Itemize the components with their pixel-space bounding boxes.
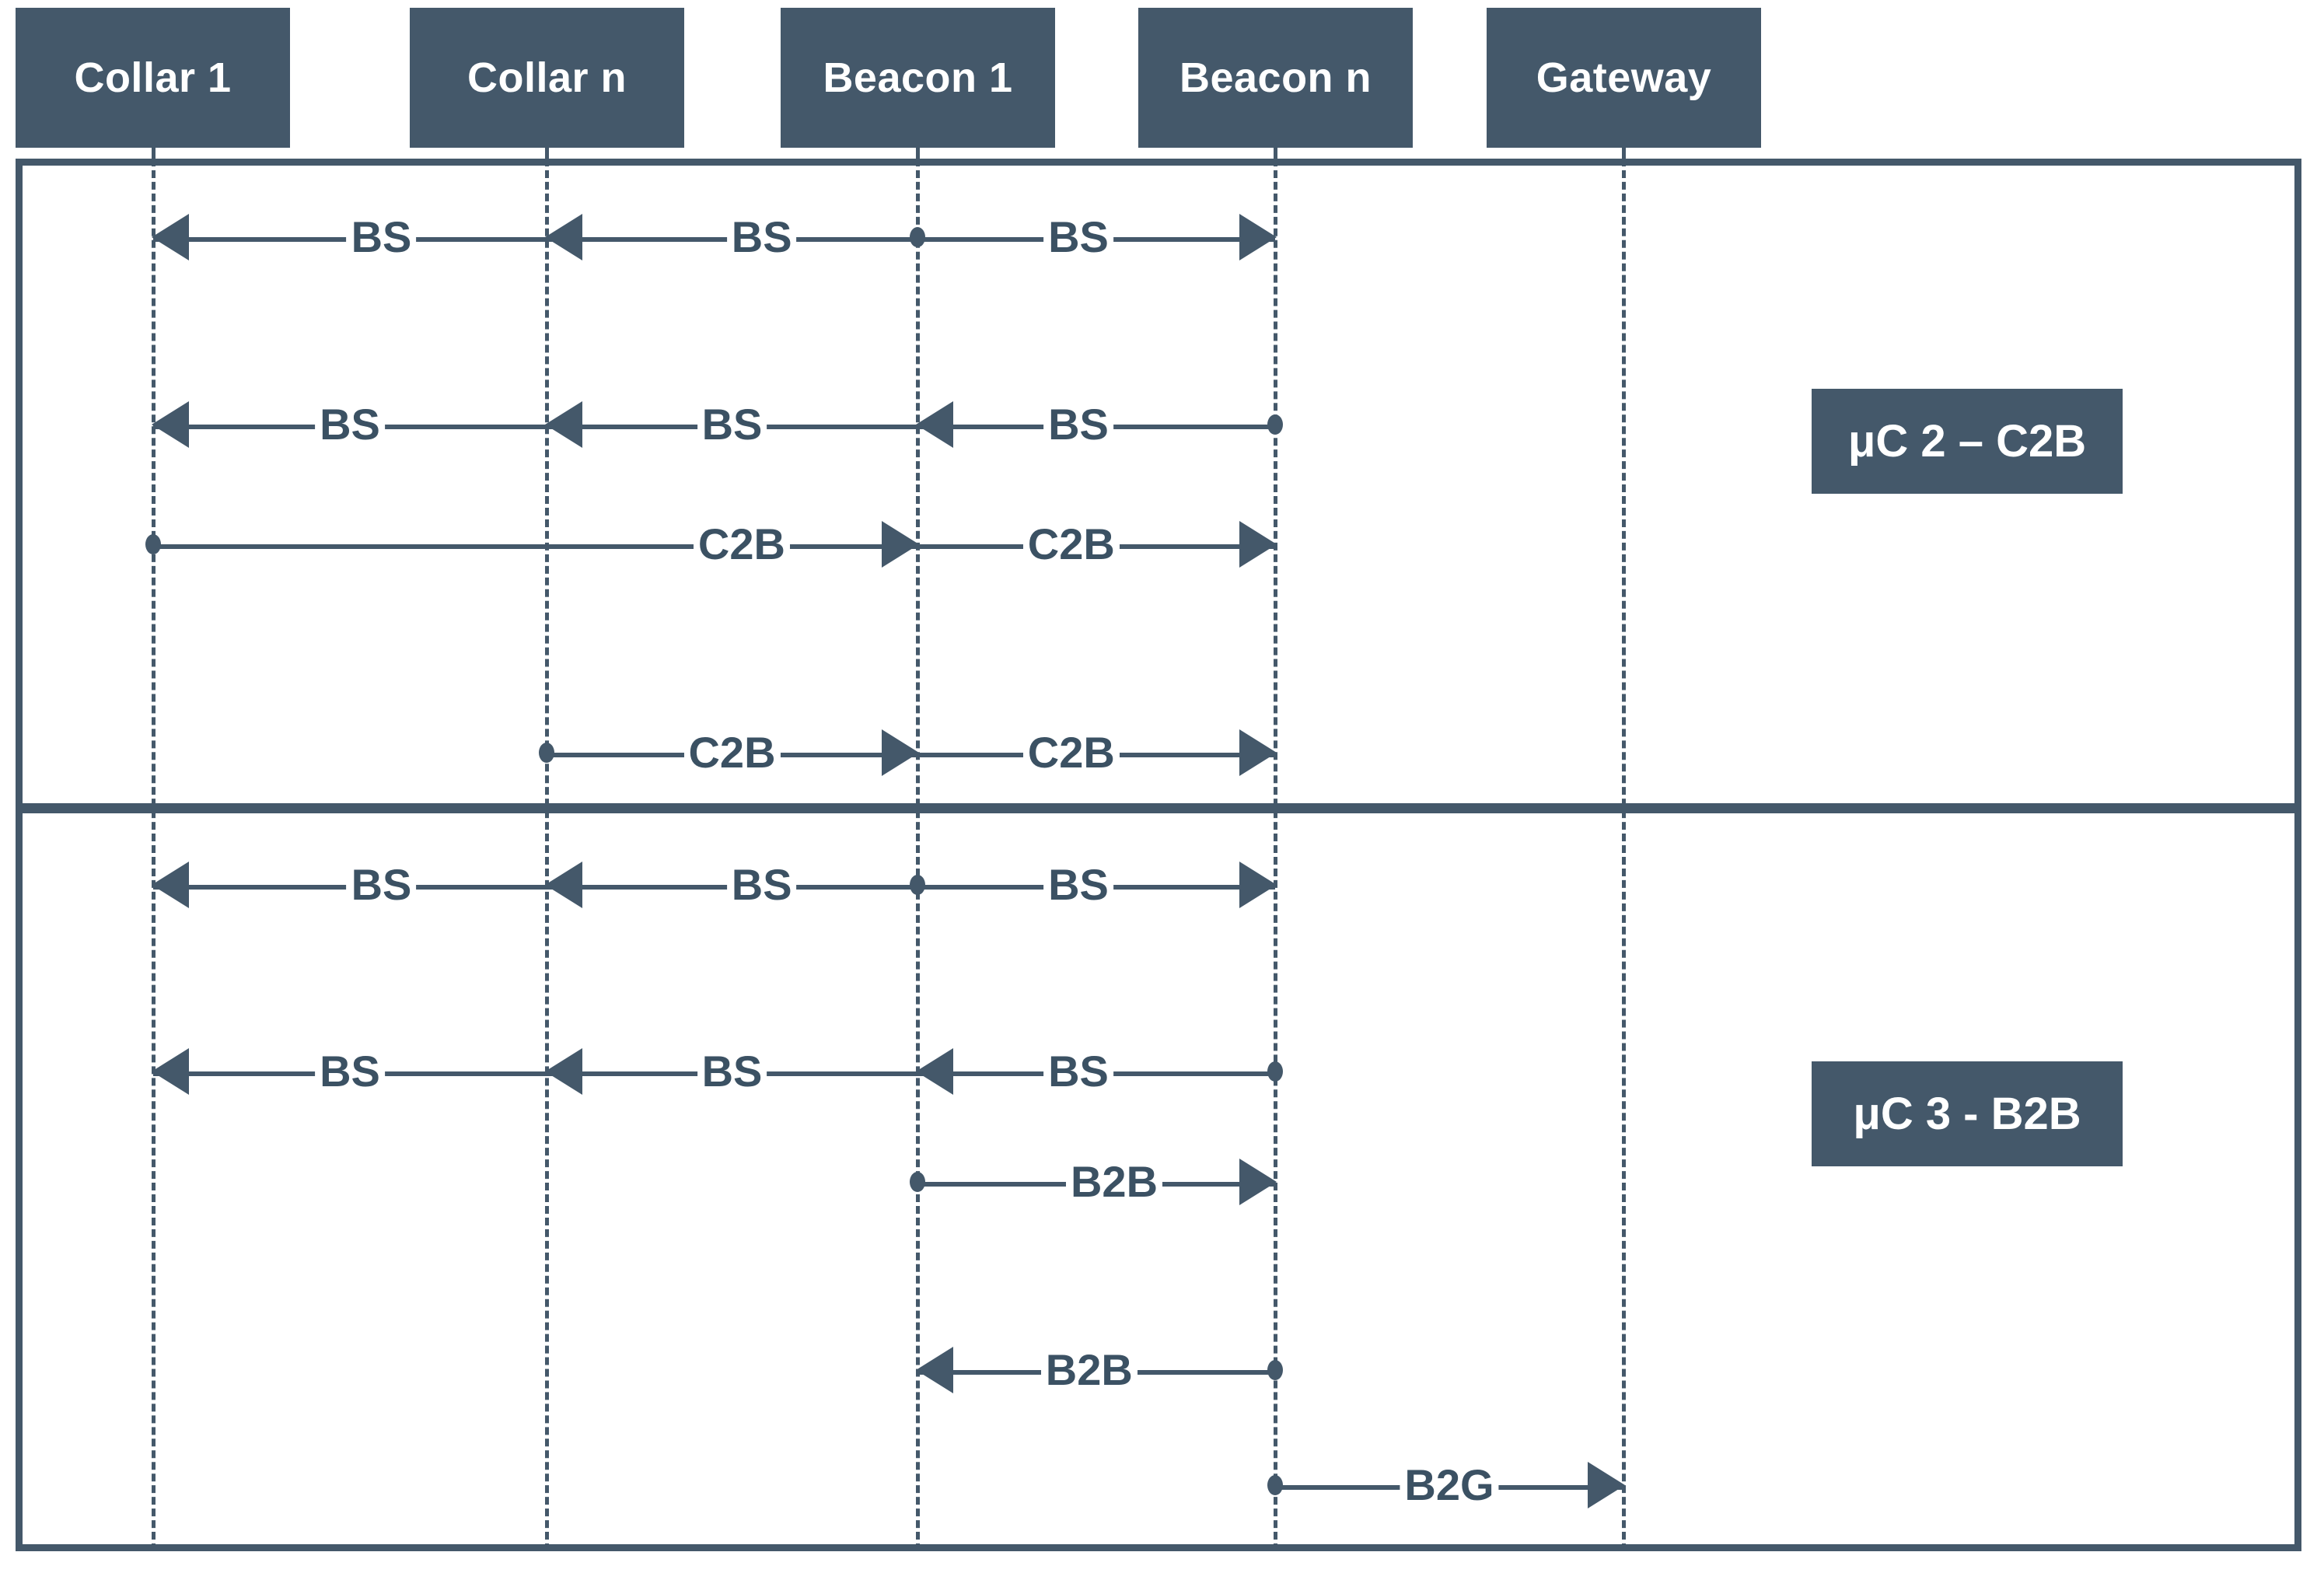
lifeline-beaconn: [1274, 159, 1277, 1551]
participant-label: Collar 1: [74, 54, 232, 101]
message-label: BS: [697, 1050, 767, 1093]
stage-label-text: μC 3 - B2B: [1853, 1089, 2081, 1139]
lifeline-collarn: [545, 159, 549, 1551]
message-label: C2B: [1022, 523, 1120, 566]
arrowhead-left-icon: [916, 1347, 953, 1393]
arrowhead-left-icon: [545, 862, 582, 908]
participant-box-beacon1[interactable]: Beacon 1: [781, 8, 1055, 148]
message-label: BS: [697, 403, 767, 446]
message-label: C2B: [683, 731, 781, 774]
arrowhead-left-icon: [545, 214, 582, 260]
participant-label: Beacon 1: [823, 54, 1013, 101]
arrowhead-right-icon: [882, 729, 919, 776]
message-label: BS: [346, 863, 417, 907]
message-label: BS: [1043, 863, 1113, 907]
message-label: BS: [315, 1050, 385, 1093]
lifeline-stub-beaconn: [1274, 148, 1277, 159]
message-label: BS: [1043, 403, 1113, 446]
message-origin-dot: [910, 1172, 925, 1192]
message-label: BS: [346, 215, 417, 259]
message-label: BS: [1043, 215, 1113, 259]
participant-box-gateway[interactable]: Gateway: [1487, 8, 1761, 148]
participant-label: Beacon n: [1179, 54, 1372, 101]
stage-label-frame-b2b: μC 3 - B2B: [1812, 1061, 2123, 1166]
participant-box-beaconn[interactable]: Beacon n: [1138, 8, 1413, 148]
frame-frame-b2b: [16, 806, 2301, 1551]
lifeline-stub-beacon1: [916, 148, 920, 159]
message-origin-dot: [539, 743, 554, 763]
message-origin-dot: [1267, 1061, 1283, 1082]
lifeline-stub-collarn: [545, 148, 549, 159]
stage-label-text: μC 2 – C2B: [1847, 416, 2087, 467]
arrowhead-right-icon: [1588, 1462, 1625, 1508]
message-label: C2B: [693, 523, 790, 566]
arrowhead-left-icon: [152, 862, 189, 908]
arrowhead-right-icon: [1239, 214, 1277, 260]
message-label: BS: [726, 863, 797, 907]
arrowhead-left-icon: [916, 401, 953, 448]
participant-label: Collar n: [467, 54, 627, 101]
message-label: B2B: [1065, 1160, 1163, 1204]
arrowhead-left-icon: [545, 1048, 582, 1095]
message-label: C2B: [1022, 731, 1120, 774]
lifeline-collar1: [152, 159, 156, 1551]
arrowhead-right-icon: [1239, 729, 1277, 776]
lifeline-stub-gateway: [1622, 148, 1626, 159]
participant-label: Gateway: [1536, 54, 1712, 101]
message-label: BS: [1043, 1050, 1113, 1093]
lifeline-gateway: [1622, 159, 1626, 1551]
arrowhead-right-icon: [1239, 1159, 1277, 1205]
message-label: B2G: [1400, 1463, 1499, 1507]
message-origin-dot: [910, 875, 925, 895]
arrowhead-right-icon: [1239, 862, 1277, 908]
message-origin-dot: [1267, 414, 1283, 435]
arrowhead-left-icon: [152, 401, 189, 448]
arrowhead-left-icon: [545, 401, 582, 448]
message-label: BS: [315, 403, 385, 446]
arrowhead-right-icon: [882, 521, 919, 568]
participant-box-collarn[interactable]: Collar n: [410, 8, 684, 148]
message-origin-dot: [1267, 1475, 1283, 1495]
message-origin-dot: [1267, 1360, 1283, 1380]
message-label: B2B: [1040, 1348, 1138, 1392]
arrowhead-right-icon: [1239, 521, 1277, 568]
participant-box-collar1[interactable]: Collar 1: [16, 8, 290, 148]
message-line: [153, 544, 917, 549]
arrowhead-left-icon: [152, 214, 189, 260]
message-label: BS: [726, 215, 797, 259]
message-origin-dot: [910, 227, 925, 247]
arrowhead-left-icon: [152, 1048, 189, 1095]
arrowhead-left-icon: [916, 1048, 953, 1095]
lifeline-stub-collar1: [152, 148, 156, 159]
stage-label-frame-c2b: μC 2 – C2B: [1812, 389, 2123, 494]
message-origin-dot: [145, 534, 161, 554]
lifeline-beacon1: [916, 159, 920, 1551]
